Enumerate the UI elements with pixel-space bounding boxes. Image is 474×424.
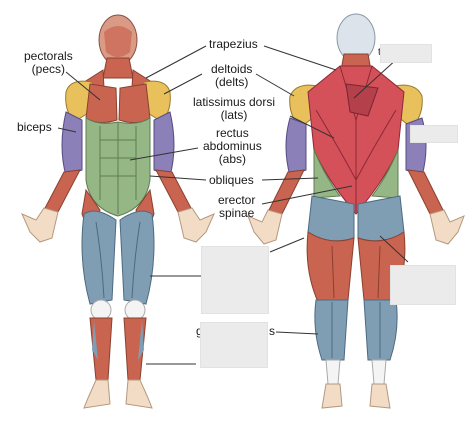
front-foot-right — [125, 379, 153, 409]
leader-glutes — [269, 237, 305, 253]
front-pectoral-left — [85, 83, 118, 124]
label-abs-line2: abdominus — [203, 139, 262, 153]
leader-obliques-back — [261, 177, 319, 181]
label-lats-line1: latissimus dorsi — [193, 95, 276, 109]
label-partial-t: t — [378, 46, 381, 59]
label-lats: latissimus dorsi (lats) — [193, 96, 275, 122]
hidden-label-box-upper-back[interactable] — [380, 44, 432, 63]
front-forearm-left — [43, 169, 81, 213]
back-forearm-left — [267, 169, 305, 215]
front-face-muscles — [104, 26, 132, 57]
back-foot-right — [369, 383, 391, 409]
leader-obliques-front — [149, 175, 207, 181]
label-partial-s: s — [269, 324, 275, 338]
back-glute-left — [307, 195, 355, 242]
label-erector-line2: spinae — [218, 206, 255, 220]
back-oblique-right — [371, 149, 399, 199]
back-hand-left — [247, 209, 283, 245]
hidden-label-box-quads[interactable] — [201, 246, 269, 314]
front-knee-right — [124, 299, 146, 321]
front-hand-right — [177, 207, 215, 243]
hidden-label-box-calves[interactable] — [200, 322, 268, 368]
label-pectorals-line2: (pecs) — [31, 62, 66, 76]
back-figure — [247, 13, 465, 409]
front-hand-left — [21, 207, 59, 243]
label-partial-g: g — [196, 325, 203, 338]
label-trapezius: trapezius — [209, 37, 258, 51]
leader-deltoids-back — [255, 73, 295, 97]
hidden-label-box-triceps[interactable] — [410, 125, 458, 143]
leader-abs — [129, 147, 199, 161]
label-deltoids-line2: (delts) — [215, 75, 249, 89]
front-pectoral-right — [118, 83, 151, 124]
back-calf-right — [363, 299, 398, 361]
label-biceps: biceps — [17, 120, 52, 134]
label-erector-line1: erector — [218, 193, 256, 207]
front-bicep-left — [61, 111, 83, 177]
back-foot-left — [321, 383, 343, 409]
label-pectorals: pectorals (pecs) — [24, 50, 73, 76]
back-calf-left — [314, 299, 349, 361]
front-forearm-right — [155, 169, 193, 213]
label-pectorals-line1: pectorals — [24, 49, 73, 63]
back-achilles-right — [371, 359, 387, 385]
label-obliques: obliques — [209, 173, 254, 187]
front-thigh-left — [81, 210, 117, 305]
back-forearm-right — [407, 169, 445, 215]
front-thigh-right — [119, 210, 155, 305]
label-abs: rectus abdominus (abs) — [203, 127, 262, 166]
leader-trapezius-front — [145, 45, 207, 79]
front-neck — [102, 57, 134, 79]
leader-lines — [57, 45, 418, 365]
back-glute-right — [357, 195, 405, 242]
back-hamstring-left — [306, 231, 355, 303]
leader-deltoids-front — [163, 73, 203, 95]
leader-trapezius-back — [263, 45, 337, 71]
leader-calves-back — [275, 331, 319, 335]
label-deltoids-line1: deltoids — [211, 62, 253, 76]
back-oblique-left — [313, 149, 341, 199]
leader-erector — [261, 185, 353, 205]
front-bicep-right — [153, 111, 175, 177]
front-figure — [21, 14, 215, 409]
leader-pectorals — [65, 71, 101, 101]
label-abs-line3: (abs) — [218, 152, 247, 166]
front-foot-left — [83, 379, 111, 409]
label-abs-line1: rectus — [216, 126, 249, 140]
leader-biceps — [57, 127, 77, 133]
leader-upper-back — [353, 57, 399, 99]
leader-hamstrings — [379, 235, 409, 263]
label-deltoids: deltoids (delts) — [211, 63, 252, 89]
back-hand-right — [429, 209, 465, 245]
leader-lats — [289, 115, 335, 139]
hidden-label-box-hamstrings[interactable] — [390, 265, 456, 305]
label-erector: erector spinae — [218, 194, 255, 220]
back-achilles-left — [325, 359, 341, 385]
back-scapula — [345, 83, 379, 117]
label-lats-line2: (lats) — [220, 108, 248, 122]
front-knee-left — [90, 299, 112, 321]
back-tricep-left — [285, 117, 307, 177]
